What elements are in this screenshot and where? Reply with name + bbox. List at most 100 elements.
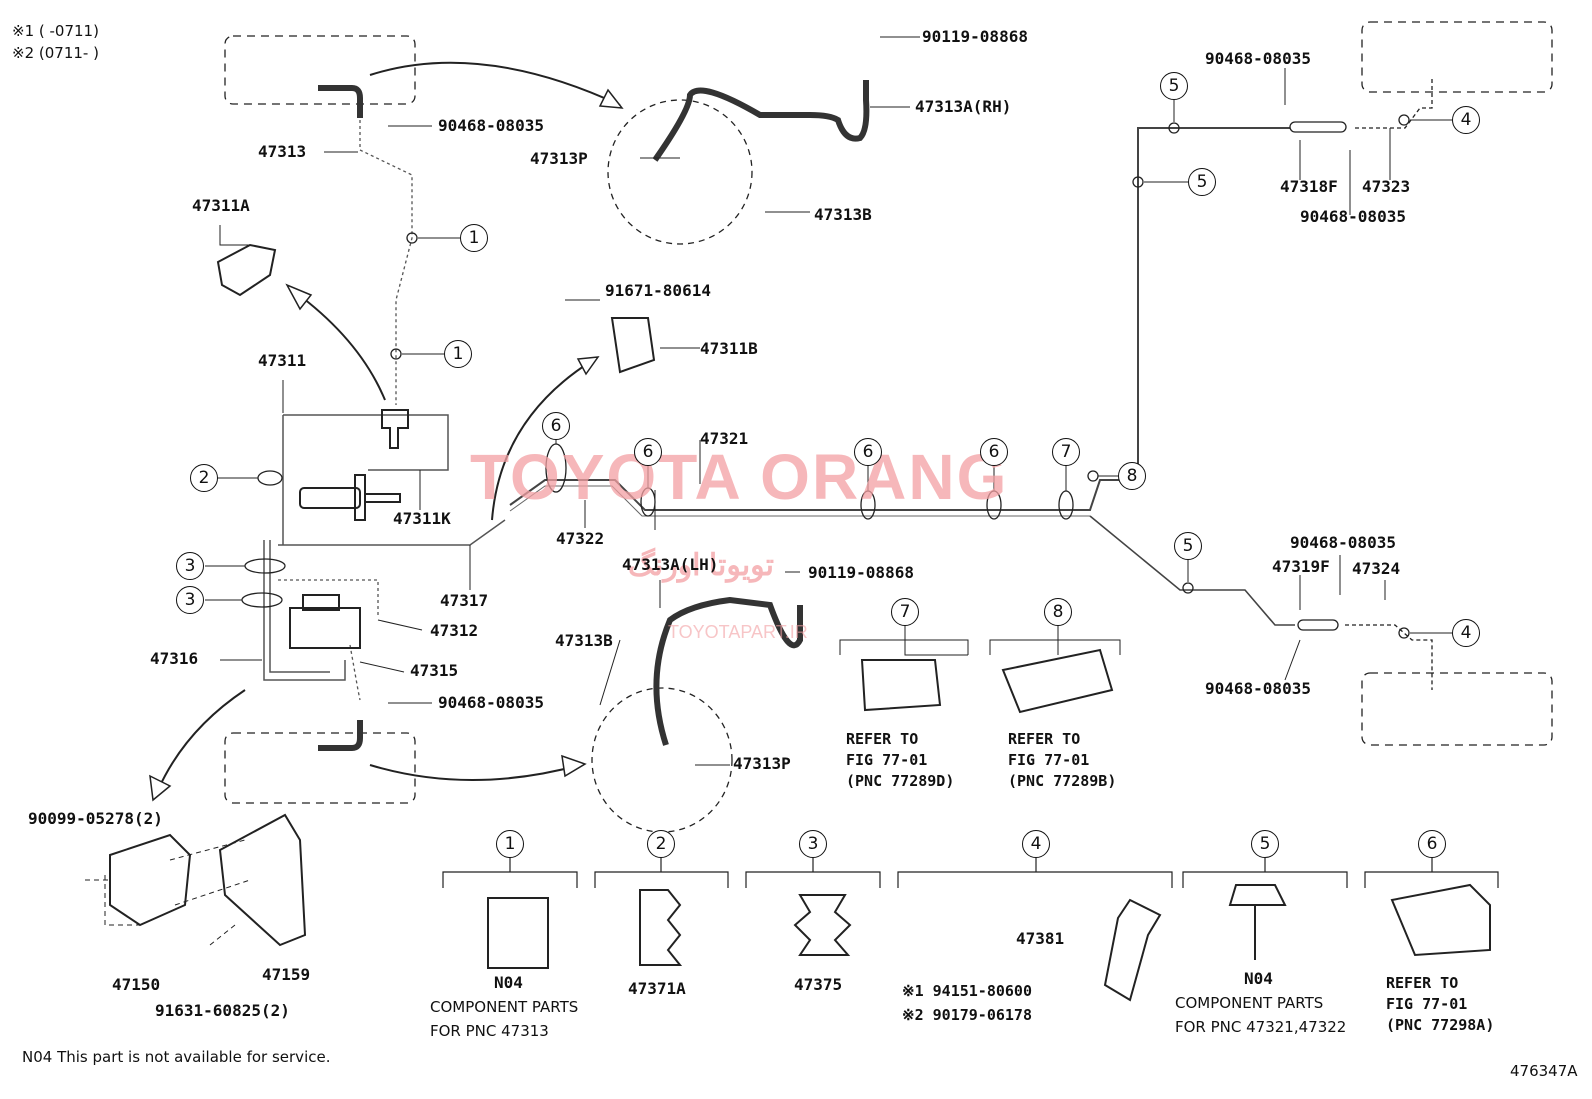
part-label-47150: 47150 bbox=[112, 975, 161, 994]
part-label-47313B-lh: 47313B bbox=[555, 631, 613, 650]
leaders bbox=[205, 36, 1452, 766]
legend-5-part: N04 bbox=[1244, 969, 1273, 988]
bolt-dashes bbox=[85, 839, 251, 946]
clip-8-sketch bbox=[1001, 648, 1114, 714]
legend-callout-3: 3 bbox=[799, 830, 827, 858]
variant-note-2: ※2 (0711- ) bbox=[12, 44, 99, 62]
clamp-3a bbox=[244, 558, 286, 574]
node-5c bbox=[1182, 582, 1194, 594]
clip-2-sketch bbox=[639, 889, 683, 966]
callout-8-detail: 8 bbox=[1044, 598, 1072, 626]
part-label-90468-mr2: 90468-08035 bbox=[1205, 679, 1311, 698]
refer-8-line2: FIG 77-01 bbox=[1008, 751, 1090, 769]
legend-4-part: 47381 bbox=[1016, 929, 1065, 948]
legend-4-alt1: ※1 94151-80600 bbox=[902, 982, 1032, 1000]
callout-6d: 6 bbox=[980, 438, 1008, 466]
clamp-2 bbox=[257, 470, 283, 486]
callout-4b: 4 bbox=[1452, 619, 1480, 647]
part-label-47311B: 47311B bbox=[700, 339, 758, 358]
arrowhead-top bbox=[598, 88, 624, 109]
block-47312-top bbox=[302, 594, 340, 611]
arrow-47311B bbox=[491, 361, 591, 521]
watermark-persian: تویوتا اورنگ bbox=[628, 549, 775, 582]
tube-47321-inner bbox=[509, 485, 1090, 517]
callout-7-detail: 7 bbox=[891, 598, 919, 626]
part-label-47317: 47317 bbox=[440, 591, 489, 610]
arrowhead-47150 bbox=[149, 774, 172, 802]
clamp-3b bbox=[241, 592, 283, 608]
part-label-47313P-lh: 47313P bbox=[733, 754, 791, 773]
refer-8-line3: (PNC 77289B) bbox=[1008, 772, 1117, 790]
refer-6-line2: FIG 77-01 bbox=[1386, 995, 1468, 1013]
part-label-90468-tr1: 90468-08035 bbox=[1205, 49, 1311, 68]
callout-6c: 6 bbox=[854, 438, 882, 466]
callout-7: 7 bbox=[1052, 438, 1080, 466]
arrow-47150 bbox=[157, 689, 246, 791]
part-label-47311K: 47311K bbox=[393, 509, 451, 528]
callout-3b: 3 bbox=[176, 586, 204, 614]
n04-footnote: N04 This part is not available for servi… bbox=[22, 1048, 331, 1066]
hose-47319F bbox=[1297, 619, 1339, 631]
detail-circle-bottom bbox=[591, 687, 733, 833]
part-label-47324: 47324 bbox=[1352, 559, 1401, 578]
part-label-47313B-top: 47313B bbox=[814, 205, 872, 224]
bracket-47150 bbox=[109, 833, 192, 927]
part-label-47312: 47312 bbox=[430, 621, 479, 640]
part-label-90468-tr2: 90468-08035 bbox=[1300, 207, 1406, 226]
tube-47322-right bbox=[1089, 515, 1295, 626]
hose-top-left bbox=[318, 85, 363, 118]
variant-note-1: ※1 ( -0711) bbox=[12, 22, 99, 40]
part-label-47318F: 47318F bbox=[1280, 177, 1338, 196]
legend-1-note2: FOR PNC 47313 bbox=[430, 1022, 549, 1040]
part-label-47313A-RH: 47313A(RH) bbox=[915, 97, 1012, 116]
legend-callout-5: 5 bbox=[1251, 830, 1279, 858]
clamp-7 bbox=[1058, 490, 1074, 520]
arrowhead-bottom bbox=[561, 754, 587, 778]
watermark-main: TOYOTA ORANG bbox=[470, 441, 1009, 513]
hose-bottom-left bbox=[318, 720, 363, 751]
hose-47318F bbox=[1289, 121, 1347, 133]
tube-47313 bbox=[359, 120, 413, 405]
part-label-91631: 91631-60825(2) bbox=[155, 1001, 290, 1020]
callout-8: 8 bbox=[1118, 462, 1146, 490]
tube-47315 bbox=[349, 644, 361, 701]
part-label-47323: 47323 bbox=[1362, 177, 1411, 196]
arrow-47311A bbox=[294, 291, 386, 401]
wheel-area-box-top-right bbox=[1361, 21, 1553, 93]
legend-callout-6: 6 bbox=[1418, 830, 1446, 858]
part-label-47322: 47322 bbox=[556, 529, 605, 548]
part-label-91671: 91671-80614 bbox=[605, 281, 711, 300]
callout-4a: 4 bbox=[1452, 106, 1480, 134]
bracket-47159 bbox=[218, 813, 307, 947]
node-5a bbox=[1168, 122, 1180, 134]
part-label-47311: 47311 bbox=[258, 351, 307, 370]
hose-lh bbox=[653, 596, 803, 746]
callout-6a: 6 bbox=[542, 412, 570, 440]
tube-47316b bbox=[269, 540, 330, 673]
wheel-area-box-bottom-left bbox=[224, 732, 416, 804]
part-label-90119-top: 90119-08868 bbox=[922, 27, 1028, 46]
part-label-47313: 47313 bbox=[258, 142, 307, 161]
part-label-47315: 47315 bbox=[410, 661, 459, 680]
callout-6b: 6 bbox=[634, 438, 662, 466]
part-label-90468-mid-left: 90468-08035 bbox=[438, 693, 544, 712]
part-label-47319F: 47319F bbox=[1272, 557, 1330, 576]
legend-callout-2: 2 bbox=[647, 830, 675, 858]
legend-brackets bbox=[442, 858, 1499, 888]
part-label-90468-mr1: 90468-08035 bbox=[1290, 533, 1396, 552]
legend-2-part: 47371A bbox=[628, 979, 686, 998]
part-label-90119-lh: 90119-08868 bbox=[808, 563, 914, 582]
hose-rh bbox=[652, 80, 870, 162]
arrow-bottom bbox=[369, 764, 581, 781]
legend-4-alt2: ※2 90179-06178 bbox=[902, 1006, 1032, 1024]
clip-7-sketch bbox=[860, 659, 942, 712]
tube-47311 bbox=[283, 414, 449, 471]
callout-2: 2 bbox=[190, 464, 218, 492]
part-label-47159: 47159 bbox=[262, 965, 311, 984]
callout-1b: 1 bbox=[444, 340, 472, 368]
refer-6-line3: (PNC 77298A) bbox=[1386, 1016, 1495, 1034]
arrowhead-47311A bbox=[285, 283, 313, 311]
node-5b bbox=[1132, 176, 1144, 188]
node-8 bbox=[1087, 470, 1099, 482]
